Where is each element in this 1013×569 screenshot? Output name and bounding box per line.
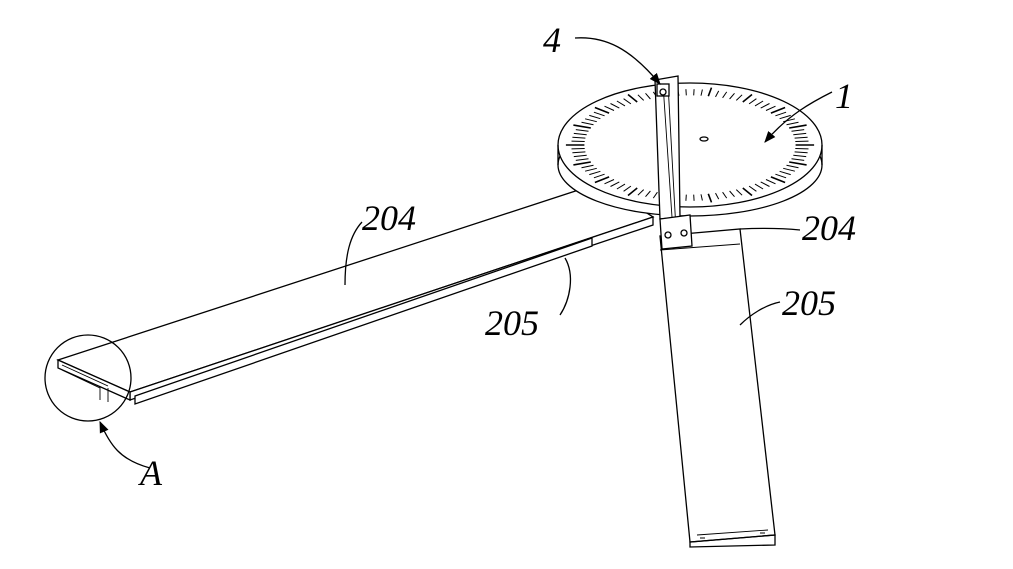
dial-tick: [735, 94, 743, 101]
dial-tick: [779, 114, 791, 120]
detail-circle: [44, 334, 132, 422]
label-204-right: 204: [802, 208, 856, 248]
dial-tick: [760, 181, 770, 187]
dial-tick: [581, 121, 594, 126]
dial-tick: [794, 151, 808, 154]
dial-tick: [754, 183, 764, 190]
dial-tick: [793, 132, 807, 136]
dial-tick: [589, 170, 601, 176]
dial-tick: [715, 90, 720, 98]
dial-tick: [573, 154, 587, 158]
dial-tick: [786, 121, 799, 126]
detail-leader: [99, 420, 151, 469]
dial-tick: [700, 194, 703, 201]
left-arm: [56, 182, 655, 405]
dial-tick: [637, 189, 645, 196]
dial-tick: [627, 93, 638, 103]
dial-tick: [627, 187, 638, 197]
dial-tick: [765, 105, 776, 111]
dial-tick: [754, 100, 764, 107]
dial-tick: [707, 193, 713, 203]
dial-tick: [770, 106, 786, 114]
dial-tick: [735, 189, 743, 196]
dial-tick: [793, 154, 807, 158]
dial-tick: [572, 136, 586, 139]
dial-tick: [593, 111, 605, 117]
left-arm-underside-strip: [134, 237, 593, 405]
pin-fastener: [656, 83, 670, 97]
right-arm-204-leader: [739, 227, 801, 231]
dial-tick: [623, 185, 632, 192]
dial-tick: [722, 91, 728, 99]
dial-tick: [765, 179, 776, 185]
dial-tick: [742, 187, 753, 197]
dial-tick: [645, 190, 651, 198]
dial-tick: [573, 161, 591, 166]
dial-tick: [791, 158, 805, 161]
dial-tick: [616, 183, 626, 190]
dial-tick: [729, 190, 735, 198]
dial-tick: [604, 105, 615, 111]
dial-tick: [779, 170, 791, 176]
dial-tick: [794, 136, 808, 139]
label-4: 4: [543, 20, 561, 60]
label-204-left: 204: [362, 198, 416, 238]
pin-leader: [574, 37, 661, 85]
dial-tick: [589, 114, 601, 120]
label-1: 1: [835, 76, 853, 116]
dial-tick: [652, 191, 658, 199]
dial-tick: [593, 173, 605, 179]
dial-center-hole: [699, 136, 709, 142]
label-205-right: 205: [782, 283, 836, 323]
label-A: A: [138, 453, 163, 493]
dial-tick: [707, 87, 713, 97]
dial-tick: [722, 191, 728, 199]
dial-tick: [783, 167, 796, 172]
dial-tick: [742, 93, 753, 103]
dial-tick: [584, 167, 597, 172]
dial-tick: [760, 103, 770, 109]
right-arm-205-leader: [739, 301, 781, 326]
left-arm-205-leader: [559, 257, 572, 316]
dial-tick: [770, 176, 786, 184]
dial-tick: [645, 92, 651, 100]
dial-tick: [729, 92, 735, 100]
dial-tick: [786, 164, 799, 169]
dial-tick: [573, 124, 591, 129]
dial-tick: [775, 111, 787, 117]
dial-tick: [575, 129, 589, 132]
dial-tick: [616, 100, 626, 107]
dial-tick: [789, 161, 807, 166]
dial-tick: [573, 132, 587, 136]
dial-tick: [748, 98, 757, 105]
dial-tick: [584, 118, 597, 123]
dial-tick: [610, 103, 620, 109]
right-arm: [659, 228, 776, 548]
dial-tick: [604, 179, 615, 185]
dial-tick: [715, 192, 720, 200]
pointer-bar: [654, 75, 693, 250]
dial-tick: [581, 164, 594, 169]
dial-tick: [791, 129, 805, 132]
dial-tick: [610, 181, 620, 187]
dial-tick: [575, 158, 589, 161]
dial-tick: [789, 124, 807, 129]
protractor-dial: [557, 82, 823, 217]
dial-tick: [623, 98, 632, 105]
left-arm-204-leader: [344, 221, 363, 286]
label-205-left: 205: [485, 303, 539, 343]
dial-tick: [775, 173, 787, 179]
dial-tick: [572, 151, 586, 154]
dial-tick: [700, 89, 703, 96]
dial-tick: [594, 106, 610, 114]
leader-lines: [99, 37, 833, 469]
dial-tick: [594, 176, 610, 184]
dial-tick: [637, 94, 645, 101]
dial-leader: [764, 91, 833, 143]
dial-tick: [748, 185, 757, 192]
